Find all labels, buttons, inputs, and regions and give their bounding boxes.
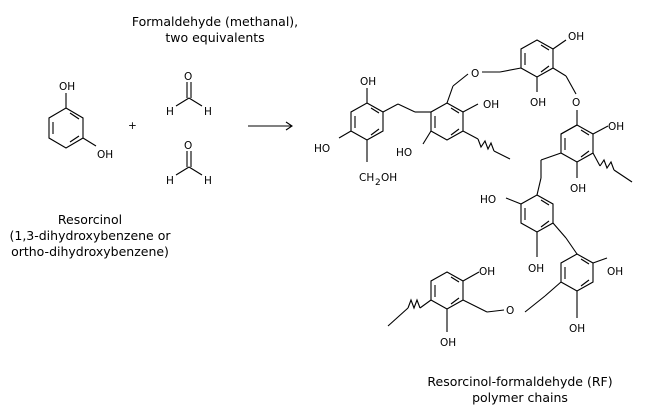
rf-polymer-caption-line1: Resorcinol-formaldehyde (RF) xyxy=(427,374,613,389)
ring-d-oh-right: OH xyxy=(608,121,624,133)
reaction-arrow xyxy=(248,121,293,131)
ether-oxygen-1: O xyxy=(471,68,479,80)
resorcinol-caption-line1: Resorcinol xyxy=(57,212,123,227)
rf-polymer-caption: Resorcinol-formaldehyde (RF) polymer cha… xyxy=(410,374,630,406)
formaldehyde-molecule-2: O H H xyxy=(166,140,212,187)
ring-a-ch2oh-sub: 2 xyxy=(375,178,381,188)
ring-d-oh-bottom: OH xyxy=(570,183,586,195)
resorcinol-oh-top: OH xyxy=(59,81,75,93)
ring-g-oh-bottom: OH xyxy=(440,337,456,349)
ring-a-ch2oh-oh: OH xyxy=(381,172,397,184)
formaldehyde-2-oxygen: O xyxy=(184,140,192,152)
ring-a-ho-left: HO xyxy=(314,143,330,155)
formaldehyde-1-h-left: H xyxy=(166,106,174,118)
ring-f-oh-right: OH xyxy=(607,266,623,278)
ring-c-oh-bottom: OH xyxy=(530,97,546,109)
ring-e-ho-left: HO xyxy=(480,194,496,206)
rf-polymer-caption-line2: polymer chains xyxy=(472,390,568,405)
rf-polymer-network: OH HO CH 2 OH OH HO O xyxy=(314,31,633,349)
formaldehyde-caption: Formaldehyde (methanal), two equivalents xyxy=(120,14,310,46)
ring-b-ho-bottom: HO xyxy=(396,147,412,159)
resorcinol-oh-bottom: OH xyxy=(97,149,113,161)
resorcinol-caption-line2: (1,3-dihydroxybenzene or xyxy=(9,228,171,243)
ether-oxygen-2: O xyxy=(572,97,580,109)
ring-a-oh-top: OH xyxy=(360,76,376,88)
ring-a-ch2oh-c: CH xyxy=(359,172,374,184)
ring-f-oh-bottom: OH xyxy=(569,323,585,335)
ether-oxygen-3: O xyxy=(506,305,514,317)
resorcinol-molecule: OH OH xyxy=(48,81,113,161)
formaldehyde-2-h-right: H xyxy=(204,175,212,187)
formaldehyde-caption-line2: two equivalents xyxy=(165,30,265,45)
formaldehyde-molecule-1: O H H xyxy=(166,71,212,118)
formaldehyde-1-oxygen: O xyxy=(184,71,192,83)
formaldehyde-caption-line1: Formaldehyde (methanal), xyxy=(131,14,299,29)
ring-e-oh-bottom: OH xyxy=(528,263,544,275)
resorcinol-caption-line3: ortho-dihydroxybenzene) xyxy=(11,244,169,259)
formaldehyde-1-h-right: H xyxy=(204,106,212,118)
ring-g-oh-right: OH xyxy=(479,266,495,278)
formaldehyde-2-h-left: H xyxy=(166,175,174,187)
ring-c-oh-right: OH xyxy=(568,31,584,43)
plus-sign: + xyxy=(128,120,137,132)
ring-b-oh-right: OH xyxy=(483,99,499,111)
resorcinol-caption: Resorcinol (1,3-dihydroxybenzene or orth… xyxy=(0,212,180,260)
